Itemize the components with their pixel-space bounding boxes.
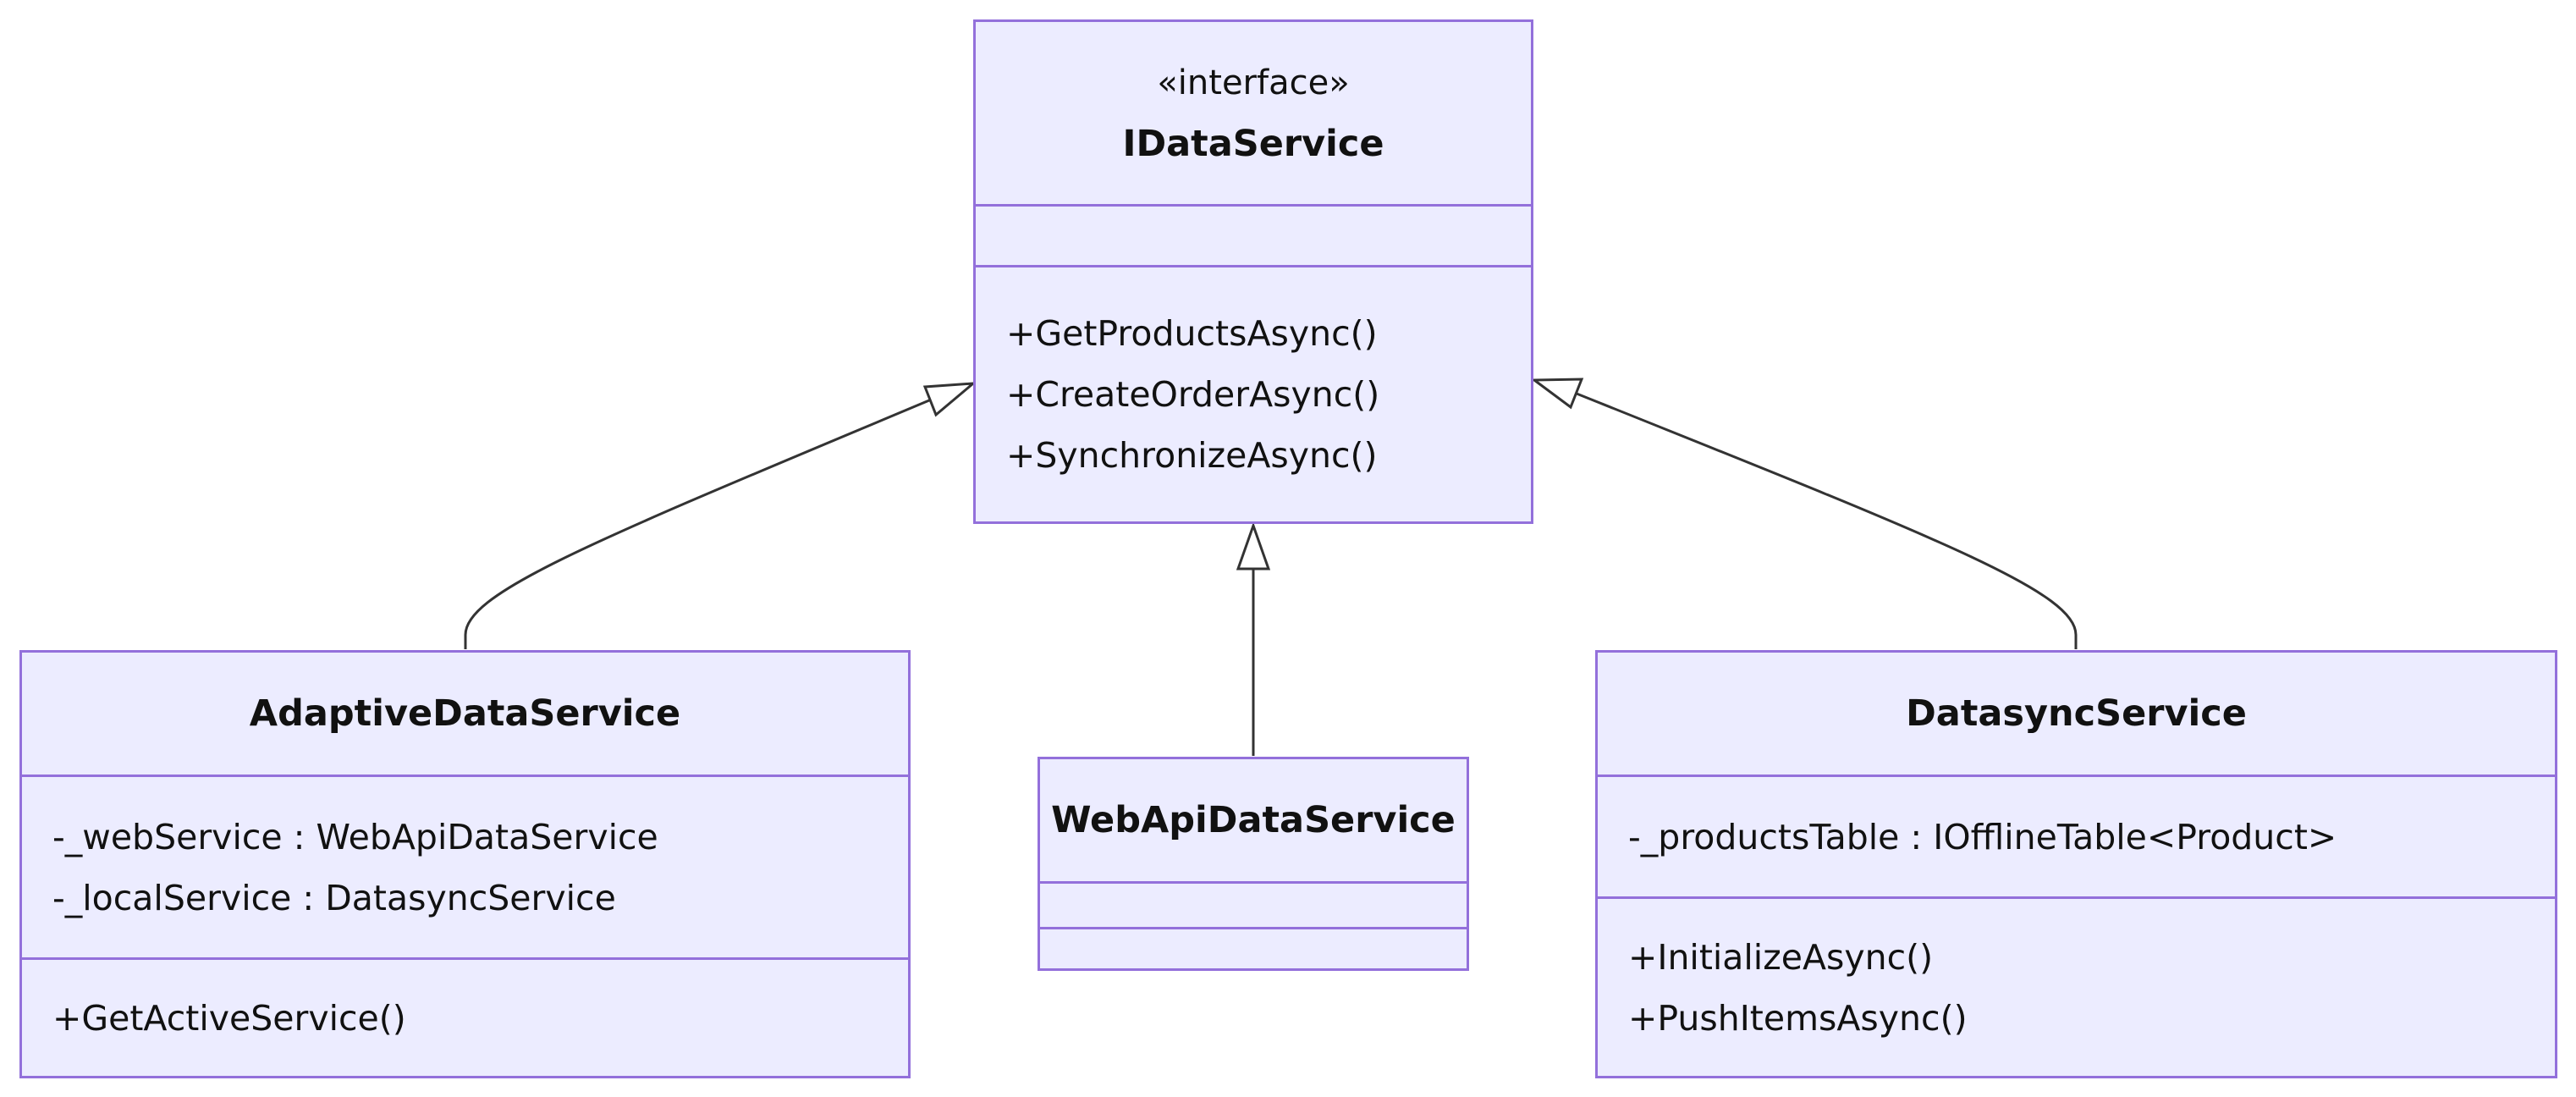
class-header: «interface» IDataService bbox=[976, 22, 1531, 204]
attributes-compartment: -_productsTable : IOfflineTable<Product> bbox=[1598, 775, 2555, 896]
class-box-idataservice: «interface» IDataService +GetProductsAsy… bbox=[973, 19, 1533, 524]
class-header: DatasyncService bbox=[1598, 653, 2555, 775]
class-stereotype: «interface» bbox=[1157, 63, 1350, 102]
attributes-compartment bbox=[976, 204, 1531, 265]
class-box-adaptivedataservice: AdaptiveDataService -_webService : WebAp… bbox=[19, 650, 911, 1078]
method-entry: +GetProductsAsync() bbox=[1006, 313, 1378, 354]
class-name: AdaptiveDataService bbox=[249, 692, 681, 735]
methods-compartment: +InitializeAsync() +PushItemsAsync() bbox=[1598, 896, 2555, 1076]
edge-datasync-to-idataservice bbox=[1576, 392, 2078, 649]
method-entry: +GetActiveService() bbox=[52, 997, 406, 1039]
realization-arrowhead-datasync bbox=[1530, 378, 1584, 410]
method-entry: +SynchronizeAsync() bbox=[1006, 435, 1378, 476]
method-entry: +CreateOrderAsync() bbox=[1006, 374, 1380, 415]
class-name: IDataService bbox=[1122, 122, 1384, 165]
realization-arrowhead-adaptive bbox=[922, 382, 977, 417]
methods-compartment: +GetProductsAsync() +CreateOrderAsync() … bbox=[976, 265, 1531, 521]
attribute-entry: -_productsTable : IOfflineTable<Product> bbox=[1628, 816, 2337, 857]
methods-compartment bbox=[1040, 927, 1467, 968]
edge-adaptive-to-idataservice bbox=[464, 399, 930, 649]
method-entry: +PushItemsAsync() bbox=[1628, 997, 1968, 1039]
class-header: WebApiDataService bbox=[1040, 759, 1467, 881]
realization-arrowhead-webapi bbox=[1236, 521, 1271, 571]
attributes-compartment bbox=[1040, 881, 1467, 927]
class-name: WebApiDataService bbox=[1051, 799, 1456, 841]
class-header: AdaptiveDataService bbox=[22, 653, 908, 775]
method-entry: +InitializeAsync() bbox=[1628, 936, 1934, 978]
class-name: DatasyncService bbox=[1906, 692, 2247, 735]
attributes-compartment: -_webService : WebApiDataService -_local… bbox=[22, 775, 908, 957]
methods-compartment: +GetActiveService() bbox=[22, 957, 908, 1076]
attribute-entry: -_localService : DatasyncService bbox=[52, 877, 616, 918]
attribute-entry: -_webService : WebApiDataService bbox=[52, 816, 658, 857]
class-box-datasyncservice: DatasyncService -_productsTable : IOffli… bbox=[1595, 650, 2557, 1078]
class-box-webapidataservice: WebApiDataService bbox=[1038, 757, 1469, 971]
